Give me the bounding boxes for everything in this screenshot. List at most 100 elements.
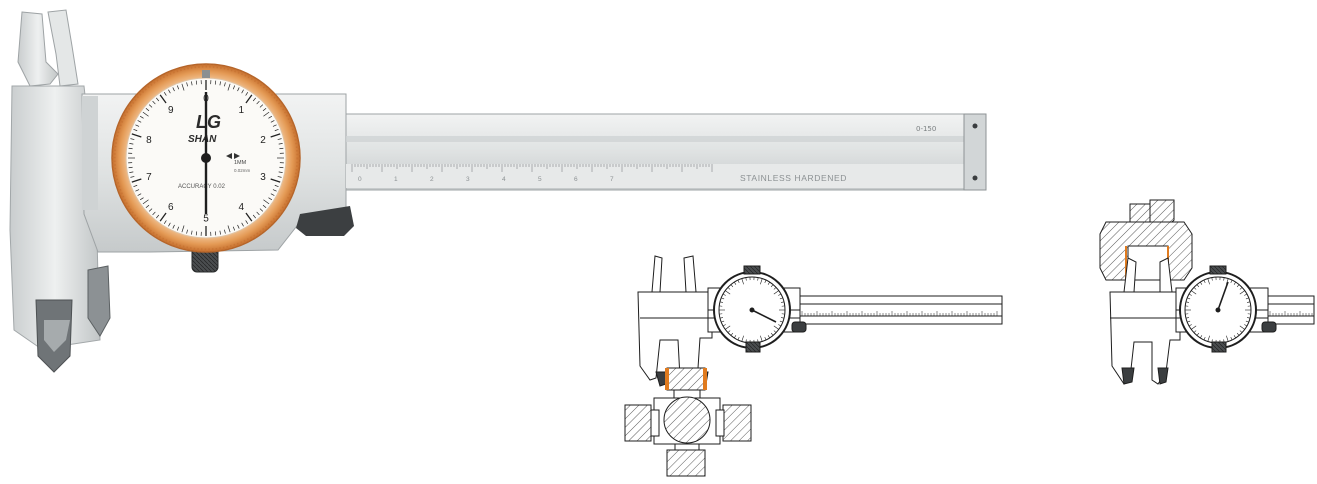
dial-tick [152, 100, 156, 105]
diagram-dial-tick [1187, 297, 1191, 300]
dial-tick [176, 226, 180, 231]
dial-tick [135, 124, 140, 127]
diagram-dial-tick [1245, 320, 1249, 323]
diagram-dial-tick [757, 277, 759, 281]
diagram-dial-tick [764, 337, 767, 340]
dial-tick [130, 176, 135, 178]
dial-tick [128, 166, 133, 169]
dial-tick [156, 214, 160, 219]
diagram-dial-tick [773, 290, 779, 295]
dial-ticks [128, 80, 284, 236]
diagram-dial-tick [1207, 335, 1210, 342]
brand-logo: LG [196, 112, 221, 132]
diagram-dial-tick [767, 281, 770, 285]
diagram-dial-tick [780, 317, 785, 319]
dial-tick [263, 199, 270, 205]
diagram-dial-tick [1188, 324, 1192, 327]
diagram-dial-tick [1230, 337, 1233, 340]
dial-tick [272, 124, 277, 127]
beam-material-text: STAINLESS HARDENED [740, 173, 847, 183]
diagram-dial-tick [1200, 335, 1203, 339]
dial-tick [241, 222, 244, 227]
dial-tick [219, 81, 221, 86]
diagram-dial-tick [721, 297, 725, 300]
dial-tick [279, 166, 284, 169]
dial-tick [181, 83, 185, 91]
diagram-dial-tick [730, 284, 734, 288]
dial-tick [142, 111, 149, 117]
beam-scale [351, 164, 713, 172]
dial-tick [137, 193, 142, 196]
dial-tick [232, 85, 236, 90]
diagram-dial-tick [1230, 280, 1233, 283]
dial-tick [259, 104, 264, 108]
dial-tick [168, 222, 171, 227]
dial-number: 5 [203, 214, 209, 225]
dial-tick [131, 178, 142, 183]
diagram-dial-tick [1239, 325, 1245, 330]
dial-tick [129, 171, 134, 173]
dial-tick [195, 80, 198, 85]
dial-tick [274, 184, 279, 188]
dial-tick [245, 91, 249, 96]
beam-number: 3 [466, 176, 470, 183]
dial-tick [256, 211, 260, 216]
dial-tick [262, 204, 267, 208]
dial-tick [252, 214, 256, 219]
dial-tick [214, 231, 217, 236]
diagram-dial-tick [770, 284, 774, 288]
dial-tick [172, 224, 175, 229]
diagram-dial-tick [1246, 317, 1251, 319]
diagram-dial-tick [721, 320, 725, 323]
diagram-dial-tick [727, 330, 731, 333]
dial-tick [272, 189, 277, 192]
diagram-dial-tick [767, 335, 770, 339]
dial-number: 3 [260, 172, 266, 183]
dial-tick [245, 212, 253, 222]
beam-code: 0-150 [916, 125, 936, 133]
diagram-dial-tick [760, 278, 763, 285]
diagram-dial-tick [730, 332, 734, 336]
diagram-dial-tick [741, 335, 744, 342]
dial-tick [227, 225, 231, 233]
diagram-dial-tick [719, 301, 724, 303]
dial-tick [145, 108, 150, 112]
diagram-dial-tick [722, 324, 726, 327]
diagram-dial-tick [770, 332, 774, 336]
diagram-dial-tick [1203, 280, 1206, 283]
beam-end-stop [963, 113, 987, 191]
diagram-dial-tick [1246, 301, 1251, 303]
diagram-dial-tick [1185, 301, 1190, 303]
beam-number: 4 [502, 176, 506, 183]
diagram-dial-tick [778, 293, 782, 296]
diagram-dial-tick [1239, 330, 1243, 333]
dial-tick [195, 231, 198, 236]
dial-tick [152, 211, 156, 216]
dial-tick [262, 108, 267, 112]
diagram-dial-tick [1196, 284, 1200, 288]
dial-unit-text: 0.02mm [234, 168, 251, 173]
dial-number: 6 [168, 202, 174, 213]
dial-tick [186, 229, 188, 234]
diagram-dial-tick [780, 301, 785, 303]
diagram-dial-tick [737, 337, 740, 340]
dial-tick [241, 89, 244, 94]
dial-tick [191, 230, 193, 235]
dial-tick [163, 91, 167, 96]
dial-tick [130, 138, 135, 140]
diagram-dial-tick [1233, 281, 1236, 285]
beam-number: 1 [394, 176, 398, 183]
diagram-dial-tick [1226, 278, 1229, 285]
diagram-dial-tick [719, 317, 724, 319]
dial-tick [224, 82, 226, 87]
diagram-dial-tick [779, 320, 783, 323]
brand-name: SHAN [188, 134, 217, 145]
dial-tick [148, 208, 153, 212]
dial-tick [279, 147, 284, 150]
beam-number: 7 [610, 176, 614, 183]
diagram-dial-tick [725, 290, 731, 295]
dial-tick [252, 97, 256, 102]
thumb-roller [296, 206, 354, 236]
